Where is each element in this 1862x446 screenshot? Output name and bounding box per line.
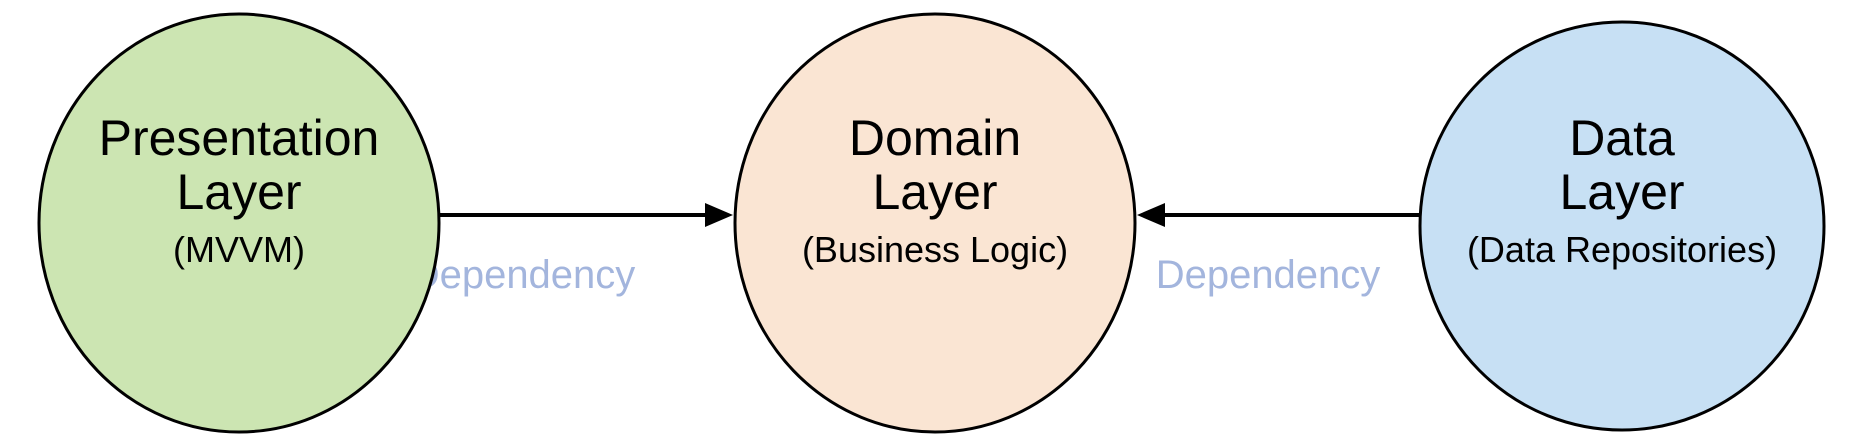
edge-label-dependency-left: Dependency	[411, 253, 636, 297]
node-title-line2-domain-layer: Layer	[872, 164, 997, 220]
node-subtitle-data-layer: (Data Repositories)	[1467, 229, 1777, 270]
node-subtitle-domain-layer: (Business Logic)	[802, 229, 1068, 270]
node-title-line2-presentation-layer: Layer	[176, 164, 301, 220]
node-title-line1-presentation-layer: Presentation	[99, 110, 380, 166]
node-shape-data-layer	[1418, 20, 1826, 432]
node-shape-domain-layer	[733, 12, 1137, 434]
arrowhead-icon-to-domain-right	[1137, 203, 1165, 227]
edge-presentation-to-domain[interactable]: Dependency	[411, 203, 733, 297]
node-subtitle-presentation-layer: (MVVM)	[173, 229, 305, 270]
node-data-layer[interactable]: Data Layer (Data Repositories)	[1418, 20, 1826, 432]
edge-label-dependency-right: Dependency	[1156, 253, 1381, 297]
edge-data-to-domain[interactable]: Dependency	[1137, 203, 1421, 297]
node-title-line1-data-layer: Data	[1569, 110, 1675, 166]
node-domain-layer[interactable]: Domain Layer (Business Logic)	[733, 12, 1137, 434]
arrowhead-icon-to-domain-left	[705, 203, 733, 227]
node-presentation-layer[interactable]: Presentation Layer (MVVM)	[37, 12, 441, 434]
node-title-line2-data-layer: Layer	[1559, 164, 1684, 220]
node-title-line1-domain-layer: Domain	[849, 110, 1021, 166]
node-shape-presentation-layer	[37, 12, 441, 434]
